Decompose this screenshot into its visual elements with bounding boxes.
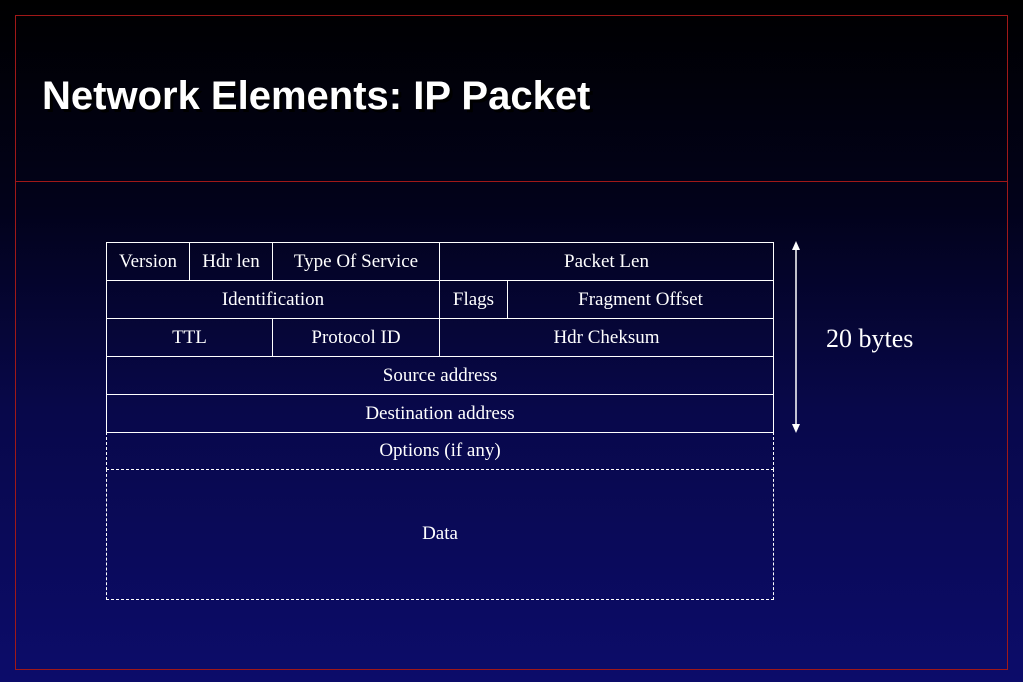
field-hdr-len: Hdr len bbox=[189, 242, 273, 281]
field-type-of-service: Type Of Service bbox=[272, 242, 440, 281]
field-fragment-offset: Fragment Offset bbox=[507, 280, 774, 319]
title-divider bbox=[15, 181, 1008, 182]
field-flags: Flags bbox=[439, 280, 508, 319]
field-data: Data bbox=[106, 469, 774, 600]
slide-title: Network Elements: IP Packet bbox=[42, 74, 591, 118]
field-options: Options (if any) bbox=[106, 432, 774, 470]
slide-frame bbox=[15, 15, 1008, 670]
header-size-label: 20 bytes bbox=[826, 324, 914, 353]
field-destination-address: Destination address bbox=[106, 394, 774, 433]
field-ttl: TTL bbox=[106, 318, 273, 357]
field-hdr-checksum: Hdr Cheksum bbox=[439, 318, 774, 357]
field-packet-len: Packet Len bbox=[439, 242, 774, 281]
field-protocol-id: Protocol ID bbox=[272, 318, 440, 357]
field-version: Version bbox=[106, 242, 190, 281]
header-size-arrow-icon bbox=[792, 241, 800, 433]
field-source-address: Source address bbox=[106, 356, 774, 395]
field-identification: Identification bbox=[106, 280, 440, 319]
